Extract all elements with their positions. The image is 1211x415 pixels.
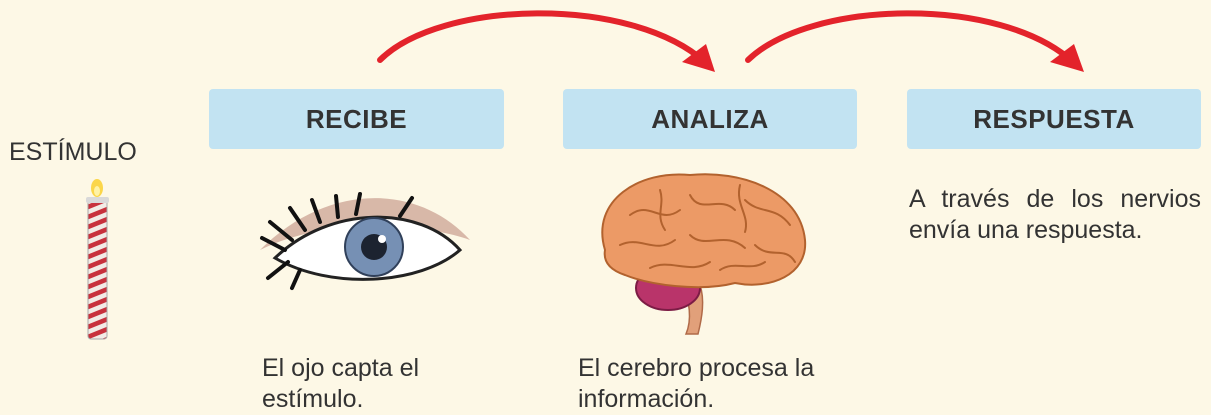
step-box-analiza: ANALIZA <box>563 89 857 149</box>
step-title: RECIBE <box>305 103 408 134</box>
step-title: RESPUESTA <box>973 103 1135 134</box>
arrow-icon <box>377 10 715 72</box>
caption-analiza: El cerebro procesa la información. <box>578 354 815 413</box>
step-box-respuesta: RESPUESTA <box>907 89 1201 149</box>
caption-recibe: El ojo capta el estímulo. <box>262 354 420 413</box>
step-box-recibe: RECIBE <box>209 89 504 149</box>
arrow-icon <box>745 10 1084 72</box>
caption-respuesta: A través de los nervios envía una respue… <box>909 185 1201 244</box>
stimulus-label: ESTÍMULO <box>9 138 137 166</box>
step-title: ANALIZA <box>651 103 769 134</box>
